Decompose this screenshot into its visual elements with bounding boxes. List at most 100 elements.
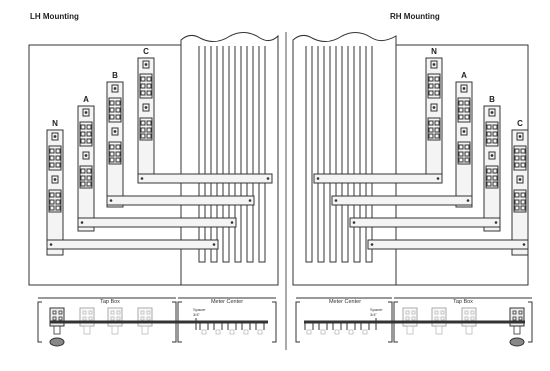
lh-tapbox-lug-stem [111,325,119,335]
rh-terminal-lug [513,189,527,213]
rh-lug-screw [464,114,470,120]
rh-meter-tooth-foot [320,329,326,335]
lh-tapbox-lug-screw [82,316,87,321]
rh-terminal-screw [490,111,494,114]
rh-meter-tooth-foot [348,329,354,335]
lh-lug-screw [140,83,146,89]
rh-terminal-screw [518,178,522,181]
rh-lug-screw [458,151,464,157]
lh-terminal-screw [144,63,148,66]
lh-meter-tooth [255,321,265,330]
lh-terminal-stud [142,60,150,69]
lh-terminal-N [46,129,64,256]
rh-terminal-lug [485,165,499,189]
rh-lug-screw [520,148,526,154]
lh-lug-screw [86,181,92,187]
lh-strap-bolt [230,221,234,224]
rh-terminal-stud [430,103,438,112]
rh-lug-screw [514,162,520,168]
rh-lug-screw [464,100,470,106]
lh-tapbox-lug-screw [146,310,151,315]
lh-lug-screw [49,205,55,211]
rh-tapbox-lug-screw [518,310,523,315]
bus-bar-end [317,258,325,263]
rh-strap-bolt [522,243,526,246]
rh-lug-screw [458,107,464,113]
rh-terminal-lug [427,117,441,141]
lh-lug-screw [80,168,86,174]
rh-meter-tooth [332,321,342,330]
lh-phase-label-B: B [112,71,118,80]
rh-meter-tooth-foot [362,329,368,335]
lh-terminal-screw [53,135,57,138]
rh-terminal-stud [488,151,496,160]
rh-tapbox-lug-screw [434,316,439,321]
rh-tapbox-lug-stem [465,325,473,335]
lh-lug-screw [109,100,115,106]
lh-terminal-stud [51,132,59,141]
lh-lug-screw [49,148,55,154]
rh-meter-center-label: Meter Center [329,299,361,305]
lh-terminal-lug [79,165,93,189]
rh-terminal-lug [485,121,499,147]
bus-bar-end [246,258,254,263]
rh-connection-strap [331,195,473,206]
lh-terminal-stud [142,103,150,112]
lh-tapbox-lug-screw [52,316,57,321]
rh-lug-screw [434,90,440,96]
rh-tapbox-lug-stem [435,325,443,335]
rh-strap-bolt [352,221,356,224]
rh-lug-screw [464,157,470,163]
rh-lug-screw [458,157,464,163]
lh-lug-screw [140,133,146,139]
lh-lug-screw [146,133,152,139]
rh-lug-screw [434,83,440,89]
rh-tapbox-lug-screw [405,310,410,315]
lh-lug-screw [115,114,121,120]
lh-tapbox-lug-screw [58,316,63,321]
lh-terminal-stud [82,151,90,160]
rh-lug-screw [492,138,498,144]
lh-terminal-lug [108,97,122,123]
rh-strap-bolt [370,243,374,246]
lh-terminal-lug [139,117,153,141]
rh-lug-screw [492,175,498,181]
rh-spacer-size: 3/4" [370,312,378,317]
rh-tapbox-lug-screw [434,310,439,315]
lh-tapbox-lug-stem [53,325,61,335]
rh-terminal-screw [518,135,522,138]
rh-lug-screw [520,162,526,168]
lh-tap-box-label: Tap Box [100,299,120,305]
rh-lug-screw [520,192,526,198]
rh-strap-bolt [436,177,440,180]
rh-phase-label-N: N [431,47,437,56]
lh-lug-screw [109,144,115,150]
lh-terminal-lug [48,189,62,213]
rh-lug-screw [486,131,492,137]
lh-tapbox-lug-screw [146,316,151,321]
lh-strap-bolt [266,177,270,180]
lh-phase-label-N: N [52,119,58,128]
lh-strap-bolt [109,199,113,202]
rh-lug-screw [514,192,520,198]
lh-lug-screw [86,168,92,174]
lh-phase-label-A: A [83,95,89,104]
rh-lug-screw [486,124,492,130]
lh-lug-screw [109,151,115,157]
bus-bar-end [198,258,206,263]
rh-terminal-screw [462,87,466,90]
rh-tap-box-label: Tap Box [453,299,473,305]
lh-lug-screw [55,192,61,198]
rh-lug-screw [434,120,440,126]
lh-meter-bracket [272,301,277,343]
lh-connection-strap [46,239,219,250]
rh-tapbox-lug-screw [512,316,517,321]
lh-lug-screw [86,131,92,137]
lh-lug-screw [49,155,55,161]
rh-lug-screw [492,124,498,130]
lh-lug-screw [86,138,92,144]
lh-tapbox-lug-screw [110,316,115,321]
rh-tapbox-lug-stem [513,325,521,335]
rh-lug-screw [492,168,498,174]
